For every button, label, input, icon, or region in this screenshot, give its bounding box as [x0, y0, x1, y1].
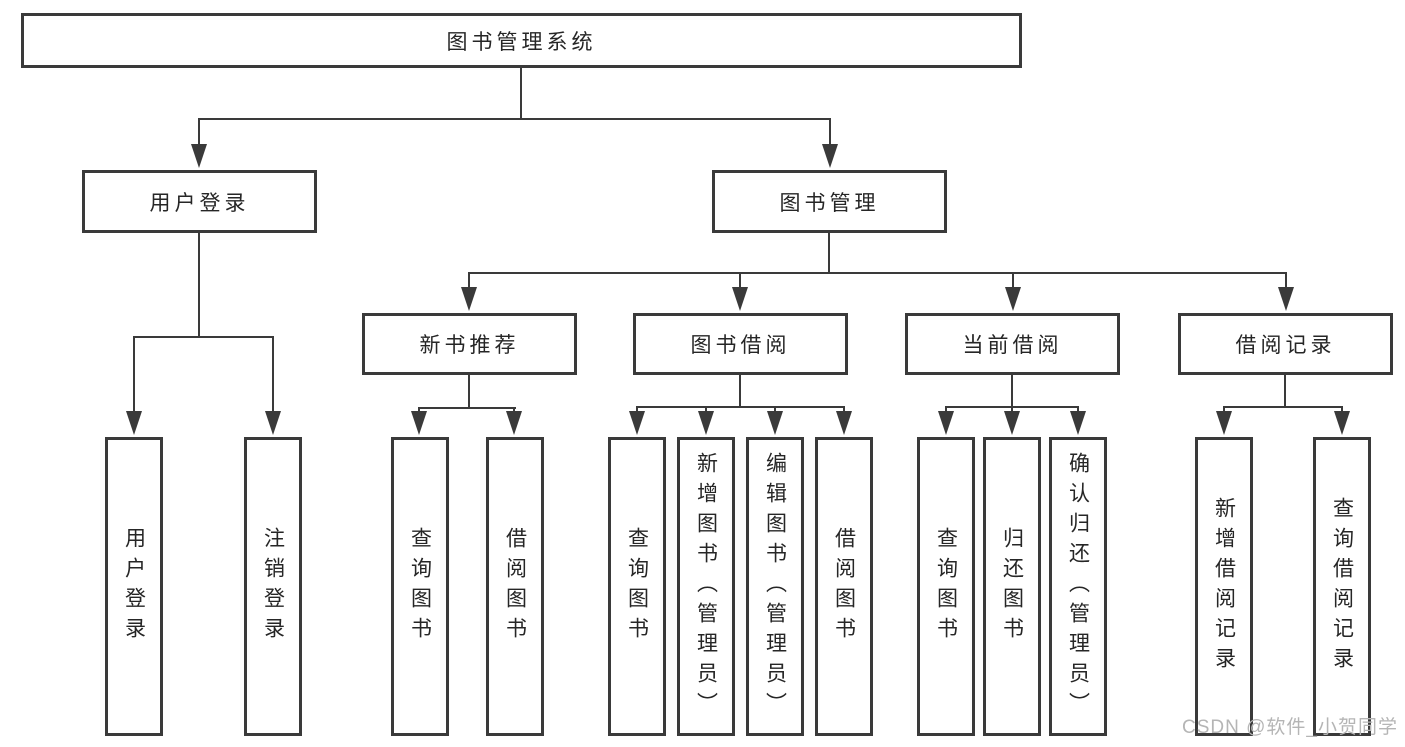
leaf-add-borrow-record: 新增借阅记录 [1195, 437, 1253, 736]
leaf-borrow-books-label: 借阅图书 [832, 526, 856, 647]
connector-g3-crossbar [636, 406, 845, 408]
node-root-label: 图书管理系统 [446, 30, 597, 54]
connector-l3-drop-3 [1012, 272, 1014, 291]
connector-g3-drop-1 [636, 406, 638, 414]
leaf-user-login: 用户登录 [105, 437, 163, 736]
node-book-management: 图书管理 [712, 170, 947, 233]
connector-g5-drop-2 [1341, 406, 1343, 414]
node-user-login-label: 用户登录 [149, 191, 250, 215]
node-current-borrow-label: 当前借阅 [962, 334, 1063, 357]
arrowhead-g3-leaf-4 [836, 411, 852, 435]
connector-user-login-stem [198, 233, 200, 338]
connector-g4-drop-3 [1077, 406, 1079, 414]
arrowhead-g5-leaf-1 [1216, 411, 1232, 435]
arrowhead-g3-leaf-3 [767, 411, 783, 435]
connector-l3-drop-1 [468, 272, 470, 291]
node-user-login: 用户登录 [82, 170, 317, 233]
connector-g5-stem [1284, 375, 1286, 408]
arrowhead-g2-leaf-1 [411, 411, 427, 435]
node-current-borrow: 当前借阅 [905, 313, 1120, 375]
arrowhead-new-book-recommend [461, 287, 477, 311]
leaf-confirm-return-admin: 确认归还（管理员） [1049, 437, 1107, 736]
csdn-watermark: CSDN @软件_小贺同学 [1182, 717, 1398, 738]
node-book-borrow: 图书借阅 [633, 313, 848, 375]
node-borrow-record-label: 借阅记录 [1235, 334, 1336, 357]
arrowhead-user-login [191, 144, 207, 168]
node-borrow-record: 借阅记录 [1178, 313, 1393, 375]
connector-g2-crossbar [418, 407, 516, 409]
connector-g4-drop-2 [1011, 406, 1013, 414]
connector-g3-drop-2 [705, 406, 707, 414]
connector-g2-drop-2 [513, 407, 515, 414]
connector-g4-drop-1 [945, 406, 947, 414]
connector-g3-drop-4 [843, 406, 845, 414]
arrowhead-borrow-record [1278, 287, 1294, 311]
arrowhead-g5-leaf-2 [1334, 411, 1350, 435]
leaf-return-book-label: 归还图书 [1000, 526, 1024, 647]
leaf-query-books-borrow-label: 查询图书 [625, 526, 649, 647]
leaf-query-books-recommend: 查询图书 [391, 437, 449, 736]
leaf-edit-book-admin: 编辑图书（管理员） [746, 437, 804, 736]
leaf-query-books-borrow: 查询图书 [608, 437, 666, 736]
node-new-book-recommend: 新书推荐 [362, 313, 577, 375]
arrowhead-g4-leaf-2 [1004, 411, 1020, 435]
leaf-query-books-recommend-label: 查询图书 [408, 526, 432, 647]
node-book-management-label: 图书管理 [779, 191, 880, 215]
leaf-borrow-books-recommend: 借阅图书 [486, 437, 544, 736]
connector-root-drop-right [829, 118, 831, 148]
leaf-query-borrow-record: 查询借阅记录 [1313, 437, 1371, 736]
connector-l3-drop-2 [739, 272, 741, 291]
leaf-return-book: 归还图书 [983, 437, 1041, 736]
leaf-edit-book-admin-label: 编辑图书（管理员） [763, 451, 787, 722]
leaf-query-books-current: 查询图书 [917, 437, 975, 736]
connector-user-login-crossbar [133, 336, 274, 338]
leaf-user-login-label: 用户登录 [122, 526, 146, 647]
connector-g2-drop-1 [418, 407, 420, 414]
arrowhead-leaf-user-login [126, 411, 142, 435]
node-root: 图书管理系统 [21, 13, 1022, 68]
leaf-add-borrow-record-label: 新增借阅记录 [1212, 496, 1236, 677]
connector-g2-stem [468, 375, 470, 409]
connector-l3-drop-4 [1285, 272, 1287, 291]
leaf-add-book-admin-label: 新增图书（管理员） [694, 451, 718, 722]
leaf-query-borrow-record-label: 查询借阅记录 [1330, 496, 1354, 677]
connector-root-crossbar [198, 118, 831, 120]
arrowhead-current-borrow [1005, 287, 1021, 311]
arrowhead-g4-leaf-3 [1070, 411, 1086, 435]
node-book-borrow-label: 图书借阅 [690, 334, 791, 357]
leaf-add-book-admin: 新增图书（管理员） [677, 437, 735, 736]
connector-root-drop-left [198, 118, 200, 148]
node-new-book-recommend-label: 新书推荐 [419, 334, 520, 357]
connector-book-management-stem [828, 233, 830, 274]
arrowhead-g2-leaf-2 [506, 411, 522, 435]
arrowhead-leaf-logout [265, 411, 281, 435]
connector-root-stem [520, 68, 522, 120]
arrowhead-book-management [822, 144, 838, 168]
leaf-logout: 注销登录 [244, 437, 302, 736]
connector-g5-crossbar [1223, 406, 1343, 408]
arrowhead-book-borrow [732, 287, 748, 311]
leaf-query-books-current-label: 查询图书 [934, 526, 958, 647]
connector-g4-stem [1011, 375, 1013, 408]
leaf-logout-label: 注销登录 [261, 526, 285, 647]
connector-g3-drop-3 [774, 406, 776, 414]
leaf-borrow-books-recommend-label: 借阅图书 [503, 526, 527, 647]
leaf-confirm-return-admin-label: 确认归还（管理员） [1066, 451, 1090, 722]
leaf-borrow-books: 借阅图书 [815, 437, 873, 736]
connector-user-login-drop-2 [272, 336, 274, 414]
connector-book-management-crossbar [468, 272, 1287, 274]
arrowhead-g3-leaf-2 [698, 411, 714, 435]
connector-g5-drop-1 [1223, 406, 1225, 414]
connector-g3-stem [739, 375, 741, 408]
connector-user-login-drop-1 [133, 336, 135, 414]
arrowhead-g3-leaf-1 [629, 411, 645, 435]
arrowhead-g4-leaf-1 [938, 411, 954, 435]
